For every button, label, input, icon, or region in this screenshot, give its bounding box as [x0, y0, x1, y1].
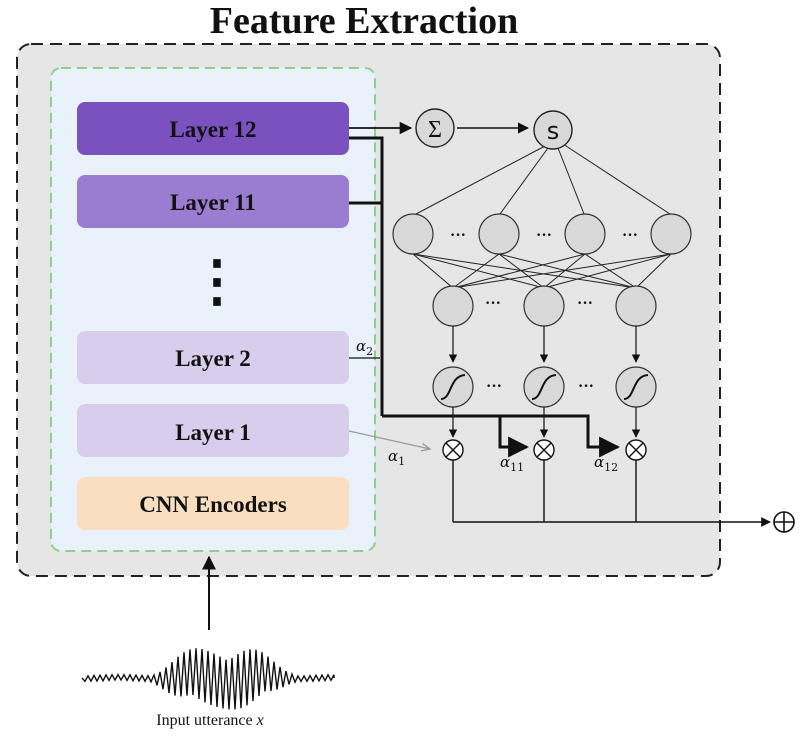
hidden-layer-1: ··· ··· ··· [392, 213, 692, 255]
layer-2-label: Layer 2 [175, 346, 251, 371]
layer-12-block: Layer 12 [77, 102, 349, 155]
sigmoid-ellipsis: ··· [486, 378, 502, 395]
hidden-layer-2: ··· ··· [432, 285, 657, 327]
sigmoid-curve-icon [623, 374, 649, 400]
hidden-1-node [564, 213, 606, 255]
layer-11-block: Layer 11 [77, 175, 349, 228]
input-utterance-label: Input utterance x [156, 712, 264, 729]
layer-connections [349, 121, 621, 458]
waveform-path [81, 648, 335, 710]
hidden-1-ellipsis: ··· [622, 227, 638, 244]
output-sum-node [773, 511, 795, 533]
sigmoid-node [432, 366, 474, 408]
waveform-icon [81, 648, 335, 710]
s-node: s [533, 110, 573, 150]
layer-1-arrow [348, 430, 430, 449]
layer-ellipsis: ⋮ [189, 251, 245, 313]
sum-node: Σ [415, 108, 455, 148]
sigmoid-node [615, 366, 657, 408]
sum-symbol: Σ [428, 117, 442, 143]
hidden-1-ellipsis: ··· [450, 227, 466, 244]
hidden-2-node [615, 285, 657, 327]
multiply-node [533, 439, 555, 461]
hidden-to-sigmoid-arrows [448, 326, 641, 363]
hidden-1-node [478, 213, 520, 255]
layer-2-block: Layer 2 [77, 331, 349, 384]
s-label: s [547, 117, 560, 145]
hidden-2-node [432, 285, 474, 327]
sigmoid-ellipsis: ··· [578, 378, 594, 395]
sigmoid-layer: ··· ··· [432, 366, 657, 408]
layer-1-block: Layer 1 [77, 404, 349, 457]
cnn-encoders-label: CNN Encoders [139, 492, 287, 517]
multiply-node [442, 439, 464, 461]
alpha-12-label: α12 [594, 453, 618, 474]
hidden-1-node [392, 213, 434, 255]
alpha-11-label: α11 [500, 453, 524, 474]
hidden-2-ellipsis: ··· [577, 295, 593, 312]
sigmoid-to-multiplier-arrows [448, 407, 641, 438]
layer-1-label: Layer 1 [175, 420, 251, 445]
multiplier-layer [442, 439, 647, 461]
layer-11-label: Layer 11 [170, 190, 256, 215]
diagram-title: Feature Extraction [210, 0, 519, 42]
hidden-2-node [523, 285, 565, 327]
sigmoid-node [523, 366, 565, 408]
cnn-encoders-block: CNN Encoders [77, 477, 349, 530]
layer-12-label: Layer 12 [169, 117, 256, 142]
multiply-node [625, 439, 647, 461]
hidden-1-node [650, 213, 692, 255]
sigmoid-curve-icon [440, 374, 466, 400]
hidden-2-ellipsis: ··· [485, 295, 501, 312]
hidden-1-ellipsis: ··· [536, 227, 552, 244]
sigmoid-curve-icon [531, 374, 557, 400]
alpha-2-label: α2 [356, 337, 373, 358]
mlp-edges [412, 143, 672, 289]
output-aggregation [452, 460, 771, 527]
alpha-1-label: α1 [388, 447, 405, 468]
